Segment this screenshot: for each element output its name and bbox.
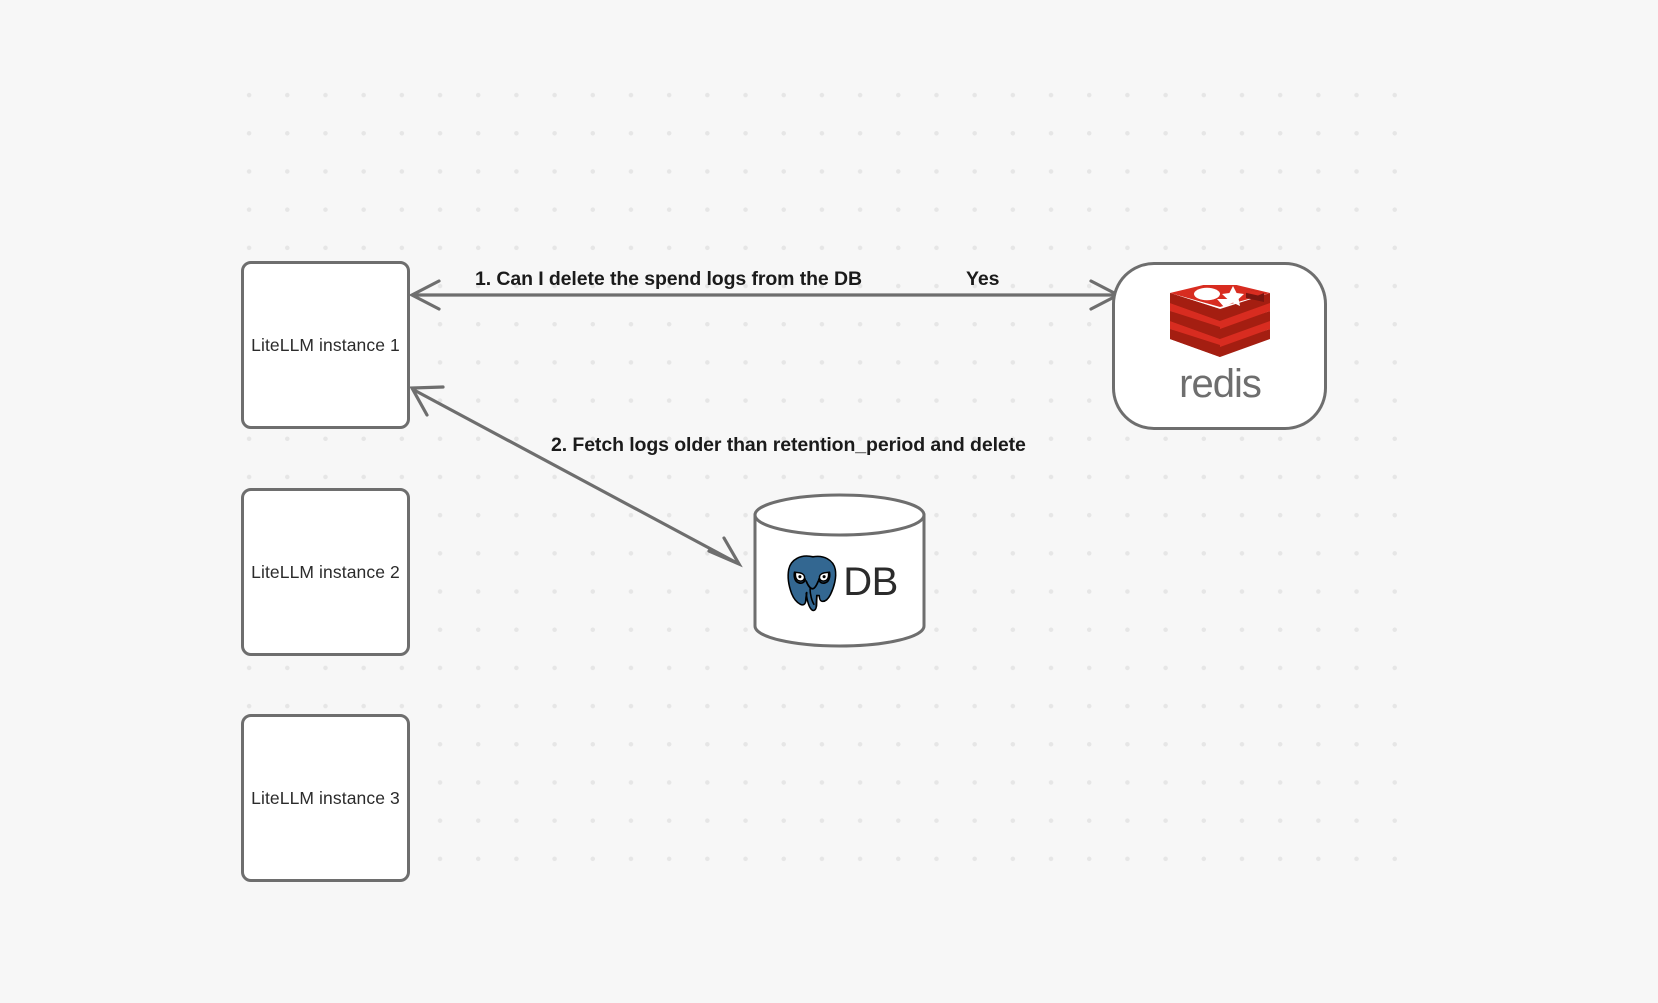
arrowhead-downright xyxy=(707,536,743,568)
postgresql-elephant-icon xyxy=(785,553,839,613)
database-cylinder-shape xyxy=(753,493,926,648)
redis-logo-icon xyxy=(1169,285,1270,357)
node-litellm-instance-2-label: LiteLLM instance 2 xyxy=(251,561,400,582)
edge-label-delete-spend-logs: 1. Can I delete the spend logs from the … xyxy=(475,268,862,290)
node-litellm-instance-1-label: LiteLLM instance 1 xyxy=(251,334,400,355)
node-litellm-instance-1[interactable]: LiteLLM instance 1 xyxy=(241,261,410,429)
arrowhead-upleft xyxy=(409,385,445,417)
edge-label-yes: Yes xyxy=(966,268,1000,290)
database-label: DB xyxy=(843,560,898,604)
svg-text:redis: redis xyxy=(1179,363,1261,406)
arrowhead-left xyxy=(408,279,441,311)
redis-wordmark-text: redis xyxy=(1179,363,1262,406)
node-redis[interactable]: redis xyxy=(1112,262,1327,430)
edge-label-fetch-logs: 2. Fetch logs older than retention_perio… xyxy=(551,434,1026,456)
node-litellm-instance-3[interactable]: LiteLLM instance 3 xyxy=(241,714,410,882)
node-litellm-instance-2[interactable]: LiteLLM instance 2 xyxy=(241,488,410,656)
node-database[interactable]: DB xyxy=(752,493,927,648)
edge-litellm1-db xyxy=(409,385,743,568)
node-litellm-instance-3-label: LiteLLM instance 3 xyxy=(251,787,400,808)
database-content: DB xyxy=(752,541,927,623)
